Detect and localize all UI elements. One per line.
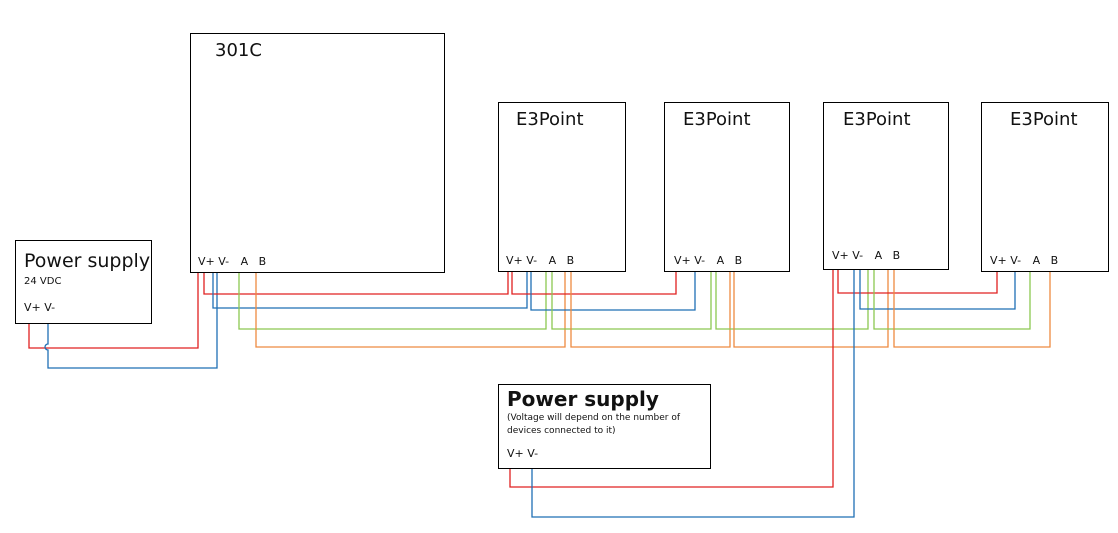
terminal-vplus: V+ bbox=[990, 254, 1007, 267]
wire-bus-b-2 bbox=[570, 270, 731, 348]
device-title: E3Point bbox=[683, 109, 751, 130]
power-supply-title: Power supply bbox=[24, 250, 151, 272]
power-supply-note-line1: (Voltage will depend on the number of bbox=[507, 413, 680, 423]
power-supply-24vdc: Power supply 24 VDC V+ V- bbox=[15, 240, 152, 324]
device-title: E3Point bbox=[1010, 109, 1078, 130]
terminal-b: B bbox=[892, 249, 901, 262]
controller-terminals: V+ V- A B bbox=[198, 255, 266, 268]
e3point-device-4: E3Point V+ V- A B bbox=[981, 102, 1109, 272]
terminal-vplus: V+ bbox=[832, 249, 849, 262]
terminal-a: A bbox=[240, 255, 249, 268]
wire-bus-a-2 bbox=[551, 270, 712, 330]
power-supply-title: Power supply bbox=[507, 387, 659, 411]
terminal-vplus: V+ bbox=[198, 255, 215, 268]
wire-bus-b-3 bbox=[733, 265, 889, 348]
terminal-a: A bbox=[716, 254, 725, 267]
wire-bus-a-3 bbox=[715, 265, 869, 330]
e3point-device-3: E3Point V+ V- A B bbox=[823, 102, 949, 270]
terminal-vminus: V- bbox=[1010, 254, 1022, 267]
terminal-vplus: V+ bbox=[506, 254, 523, 267]
device-terminals: V+ V- A B bbox=[506, 254, 574, 267]
wire-bus-vplus-2 bbox=[511, 270, 677, 295]
device-terminals: V+ V- A B bbox=[832, 249, 900, 262]
controller-title: 301C bbox=[215, 40, 262, 61]
device-title: E3Point bbox=[843, 109, 911, 130]
wire-bus-vplus-1 bbox=[203, 270, 509, 295]
terminal-b: B bbox=[566, 254, 575, 267]
wire-bus-vminus-2 bbox=[530, 270, 696, 311]
e3point-device-1: E3Point V+ V- A B bbox=[498, 102, 626, 272]
terminal-b: B bbox=[1050, 254, 1059, 267]
terminal-vminus: V- bbox=[694, 254, 706, 267]
wire-bus-a-1 bbox=[238, 270, 547, 330]
terminal-a: A bbox=[1032, 254, 1041, 267]
wire-bus-a-4 bbox=[873, 265, 1031, 330]
power-supply-variable: Power supply (Voltage will depend on the… bbox=[498, 384, 711, 469]
wire-bus-b-1 bbox=[255, 270, 566, 348]
device-terminals: V+ V- A B bbox=[674, 254, 742, 267]
terminal-vminus: V- bbox=[526, 254, 538, 267]
terminal-vplus: V+ bbox=[674, 254, 691, 267]
terminal-vminus: V- bbox=[218, 255, 230, 268]
wire-bus-b-4 bbox=[893, 265, 1051, 348]
wire-bus-vminus-1 bbox=[212, 270, 528, 309]
device-title: E3Point bbox=[516, 109, 584, 130]
terminal-vminus: V- bbox=[852, 249, 864, 262]
power-supply-note-line2: devices connected to it) bbox=[507, 426, 616, 436]
terminal-b: B bbox=[258, 255, 267, 268]
terminal-b: B bbox=[734, 254, 743, 267]
power-supply-voltage: 24 VDC bbox=[24, 276, 62, 287]
power-supply-terminals: V+ V- bbox=[507, 447, 539, 460]
terminal-a: A bbox=[874, 249, 883, 262]
controller-301c: 301C V+ V- A B bbox=[190, 33, 445, 273]
device-terminals: V+ V- A B bbox=[990, 254, 1058, 267]
power-supply-terminals: V+ V- bbox=[24, 301, 56, 314]
e3point-device-2: E3Point V+ V- A B bbox=[664, 102, 790, 272]
terminal-a: A bbox=[548, 254, 557, 267]
